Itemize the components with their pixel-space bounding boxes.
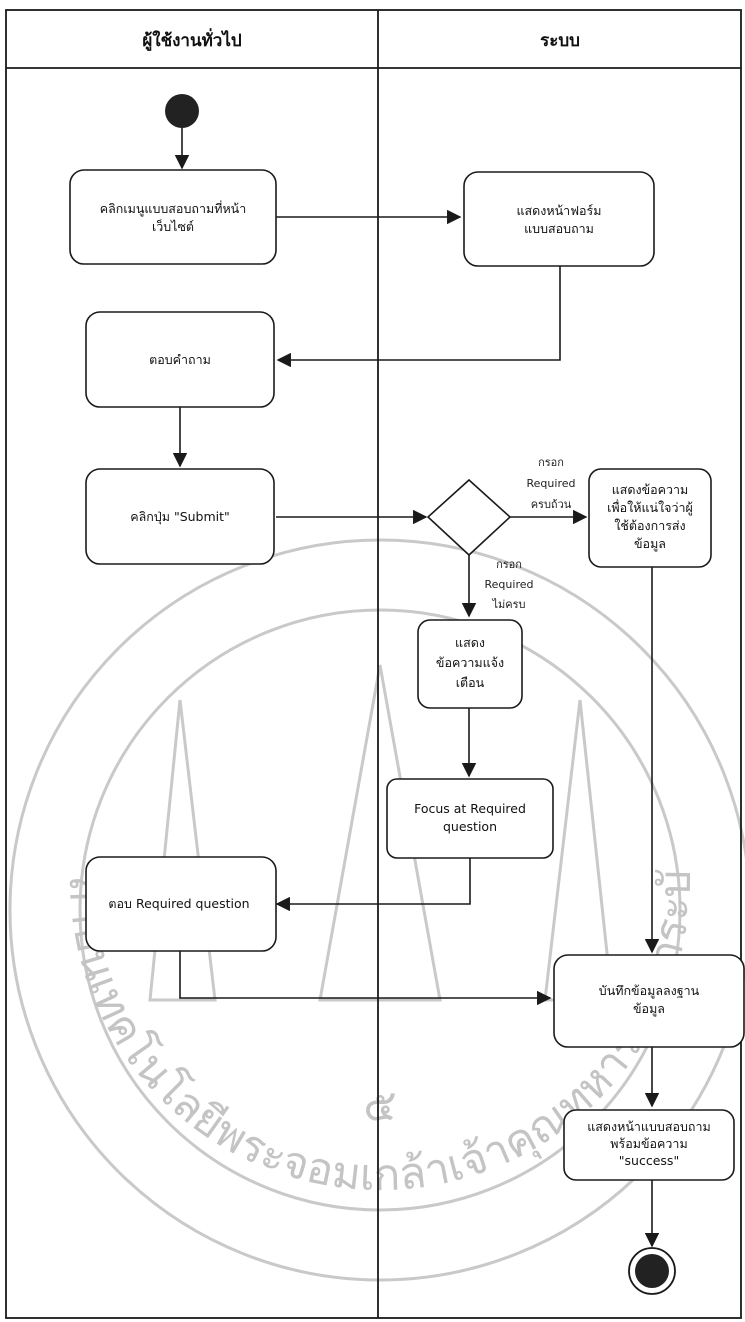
lane-title-user: ผู้ใช้งานทั่วไป [142,28,242,52]
watermark-center-glyph: ๕ [363,1080,396,1131]
lane-title-system: ระบบ [540,31,580,51]
end-node [628,1247,676,1295]
node-confirm-message: แสดงข้อความเพื่อให้แน่ใจว่าผู้ใช้ต้องการ… [588,468,712,568]
edge-answer-required-to-save [179,951,552,1006]
node-answer-required: ตอบ Required question [85,856,277,952]
node-click-submit: คลิกปุ่ม "Submit" [85,468,275,565]
svg-text:บันทึกข้อมูลลงฐานข้อมูล: บันทึกข้อมูลลงฐานข้อมูล [599,983,700,1017]
svg-text:แสดงข้อความแจ้งเตือน: แสดงข้อความแจ้งเตือน [436,635,504,690]
node-save-data: บันทึกข้อมูลลงฐานข้อมูล [553,954,745,1048]
edge-focus-to-answer-required [275,858,471,912]
svg-text:ตอบคำถาม: ตอบคำถาม [149,352,211,367]
node-success-page: แสดงหน้าแบบสอบถามพร้อมข้อความ"success" [563,1109,735,1181]
node-answer: ตอบคำถาม [85,311,275,408]
svg-text:ตอบ Required question: ตอบ Required question [108,896,249,911]
svg-text:คลิกปุ่ม "Submit": คลิกปุ่ม "Submit" [130,509,230,525]
start-node [165,94,199,128]
swimlane-frame [5,9,742,1319]
node-show-form: แสดงหน้าฟอร์มแบบสอบถาม [463,171,655,267]
edge-show-form-to-answer [276,266,561,368]
node-alert-message: แสดงข้อความแจ้งเตือน [417,619,523,709]
svg-text:แสดงหน้าแบบสอบถามพร้อมข้อความ": แสดงหน้าแบบสอบถามพร้อมข้อความ"success" [587,1119,711,1168]
node-click-menu: คลิกเมนูแบบสอบถามที่หน้าเว็บไซต์ [69,169,277,265]
svg-text:แสดงหน้าฟอร์มแบบสอบถาม: แสดงหน้าฟอร์มแบบสอบถาม [516,203,601,236]
svg-text:คลิกเมนูแบบสอบถามที่หน้าเว็บไซ: คลิกเมนูแบบสอบถามที่หน้าเว็บไซต์ [100,200,247,234]
edges [172,128,660,1248]
decision-required-check [426,478,512,557]
svg-text:แสดงข้อความเพื่อให้แน่ใจว่าผู้: แสดงข้อความเพื่อให้แน่ใจว่าผู้ใช้ต้องการ… [607,482,693,552]
